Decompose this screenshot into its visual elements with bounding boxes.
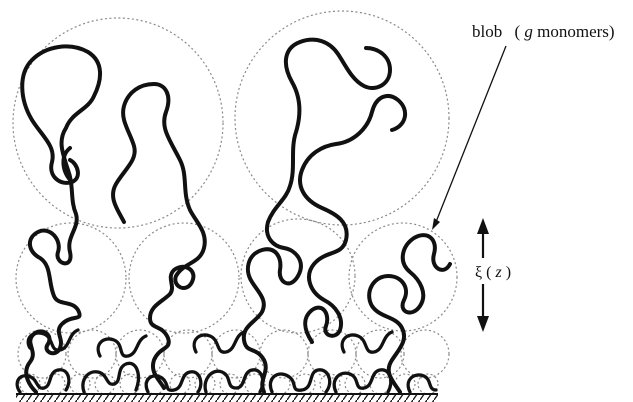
blob-circle-medium-4: [349, 223, 457, 331]
blob-annotation: blob ( g monomers): [432, 22, 615, 230]
blob-label-open-paren: (: [514, 22, 520, 41]
surface-loop-11: [342, 332, 392, 352]
blob-circle-small-9: [401, 330, 449, 378]
polymer-chain-1: [22, 46, 100, 392]
surface-loop-2: [83, 363, 138, 392]
surface-loop-5: [270, 370, 329, 392]
surface-hatching: [16, 394, 438, 402]
height-arrow: ξ ( z ): [475, 218, 511, 332]
xi-open-paren: (: [486, 264, 491, 281]
blob-pointer-arrowhead: [432, 218, 440, 230]
blob-circle-medium-2: [129, 223, 239, 333]
surface-loop-9: [98, 336, 146, 356]
surface-loop-3: [146, 372, 201, 392]
xi-variable: z: [494, 264, 502, 281]
polymer-chain-3: [113, 84, 205, 388]
xi-symbol: ξ: [475, 264, 482, 281]
near-surface-chains: [17, 330, 436, 392]
height-arrow-down-head: [477, 316, 489, 332]
xi-close-paren: ): [506, 264, 511, 281]
blob-label-rest: monomers): [537, 22, 614, 41]
blob-label-variable: g: [524, 22, 533, 41]
polymer-chain-5: [300, 96, 405, 342]
xi-label: ξ ( z ): [475, 264, 511, 281]
blob-label: blob ( g monomers): [472, 22, 615, 41]
blob-pointer-line: [436, 46, 506, 222]
blob-circle-small-4: [164, 330, 212, 378]
large-blobs: [13, 11, 449, 228]
blob-circle-large-2: [235, 11, 449, 225]
grafting-surface: [16, 394, 438, 402]
blob-label-word: blob: [472, 22, 502, 41]
surface-loop-10: [194, 332, 244, 352]
height-arrow-up-head: [477, 218, 489, 234]
surface-loop-6: [334, 370, 391, 392]
